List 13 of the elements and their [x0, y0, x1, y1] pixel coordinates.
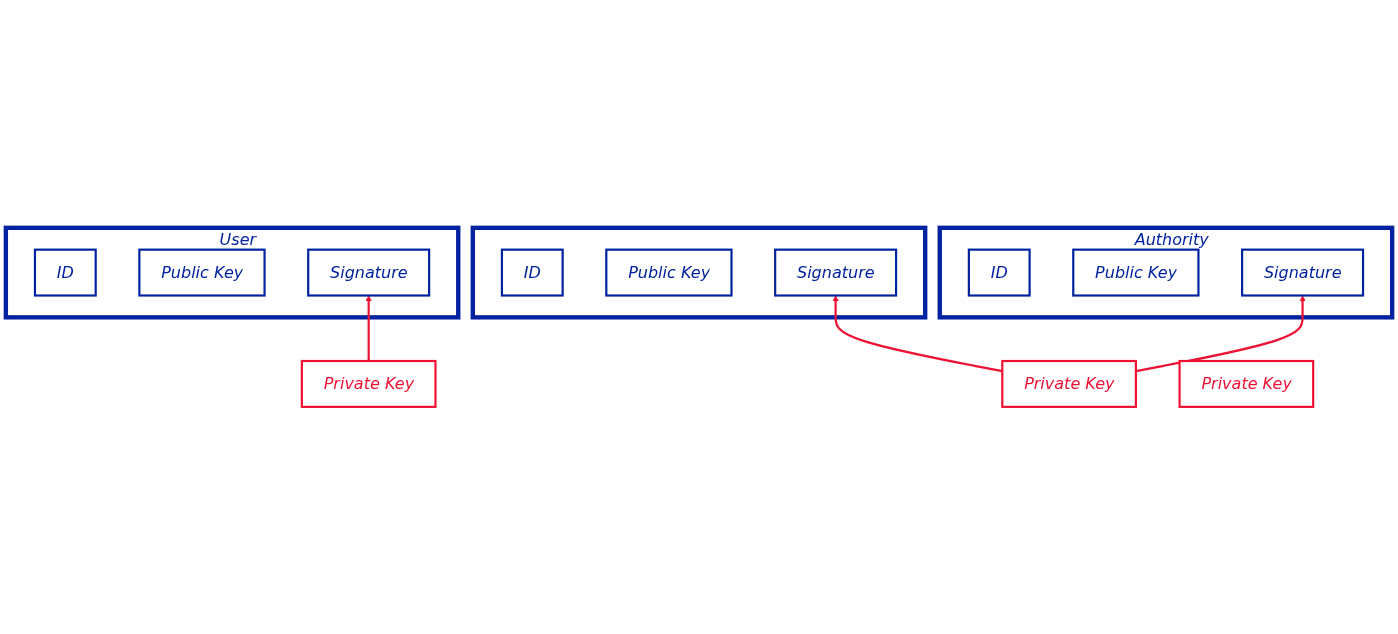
node-box: ID	[500, 248, 564, 297]
node-box: ID	[967, 248, 1031, 297]
node-box: Public Key	[138, 248, 266, 297]
node-box: ID	[33, 248, 97, 297]
node-box: Signature	[774, 248, 898, 297]
node-box: Private Key	[300, 359, 437, 408]
node-box: Public Key	[1072, 248, 1200, 297]
node-box: Private Key	[1001, 359, 1137, 408]
cluster	[470, 225, 928, 320]
node-box: Signature	[307, 248, 431, 297]
node-box: Public Key	[605, 248, 733, 297]
node-box: Private Key	[1178, 359, 1315, 408]
node-box: Signature	[1241, 248, 1365, 297]
